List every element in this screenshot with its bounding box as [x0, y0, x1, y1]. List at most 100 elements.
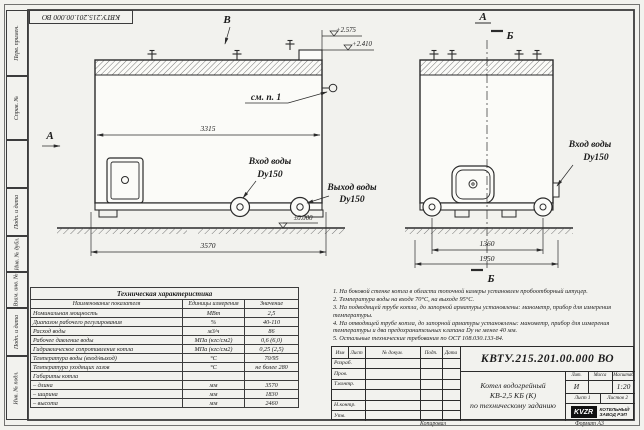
title-block: Изм Лист № докум. Подп. Дата Разраб. Про…	[331, 346, 635, 421]
drawing-texts: В А 3315 3570 +2.575 +2.410 ±0.000 см. п…	[45, 11, 611, 285]
col-izm: Изм	[335, 349, 345, 356]
flue-stub	[298, 49, 323, 61]
note-2: 2. Температура воды на входе 70°С, на вы…	[333, 296, 475, 304]
stamp-empty	[6, 140, 28, 188]
divider-line	[348, 347, 349, 358]
row-tkontr: Т.контр.	[334, 381, 355, 387]
divider-line	[600, 393, 601, 403]
note-1: 1. На боковой стенке котла в области топ…	[333, 288, 588, 295]
air-valve-icon	[446, 49, 458, 61]
scale-label: Масштаб	[613, 373, 634, 378]
divider-line	[442, 347, 443, 421]
divider-line	[365, 347, 366, 421]
stamp-podp-data-1: Подп. и дата	[6, 188, 28, 236]
tech-characteristics-table: Техническая характеристика Наименование …	[29, 287, 300, 408]
row-razrab: Разраб.	[334, 360, 352, 366]
divider-line	[332, 358, 460, 359]
view-marker-a-left: А	[45, 130, 53, 142]
col-data: Дата	[444, 349, 458, 356]
stamp-podp-data-2: Подп. и дата	[6, 308, 28, 356]
col-list: Лист	[350, 349, 363, 356]
col-header-value: Значение	[243, 299, 300, 309]
boiler-front-view	[57, 39, 345, 234]
inlet-dn-side: Dy150	[582, 153, 609, 163]
table-row: Габариты котла	[30, 371, 300, 381]
elevation-2410: +2.410	[352, 41, 372, 48]
sheet-frame	[4, 4, 640, 426]
stamp-sprav-no: Справ. №	[6, 76, 28, 140]
document-code: КВТУ.215.201.00.000 ВО	[480, 353, 615, 365]
see-note-callout: см. п. 1	[251, 93, 281, 103]
divider-line	[612, 371, 613, 393]
row-empty	[332, 389, 365, 400]
table-title: Техническая характеристика	[29, 287, 300, 300]
table-title-row: Техническая характеристика	[29, 287, 300, 300]
divider-line	[332, 410, 460, 411]
dim-1360: 1360	[480, 239, 495, 248]
divider-line	[332, 379, 460, 380]
air-valve-icon	[284, 39, 296, 51]
air-valve-icon	[513, 49, 525, 61]
air-valve-icon	[428, 49, 440, 61]
lit-value: И	[573, 382, 580, 391]
note-4: 4. На отводящей трубе котла, до запорной…	[333, 319, 610, 334]
outlet-dn-front: Dy150	[338, 195, 365, 205]
mass-label: Масса	[593, 373, 607, 378]
inlet-dn-front: Dy150	[256, 170, 283, 180]
divider-line	[565, 403, 635, 404]
col-podp: Подп.	[424, 349, 438, 356]
stamp-vzam-inv: Взам. инв. №	[6, 272, 28, 308]
note-5: 5. Остальные технические требования по О…	[333, 335, 504, 343]
document-name: Котел водогрейный КВ-2,5 КБ (К) по техни…	[470, 380, 556, 411]
row-utv: Утв.	[334, 412, 346, 419]
col-header-name: Наименование показателя	[30, 299, 183, 309]
divider-line	[332, 400, 460, 401]
inlet-flange	[229, 196, 251, 218]
format-note: Формат А3	[575, 421, 604, 427]
col-header-units: Единицы измерения	[182, 299, 245, 309]
divider-line	[565, 380, 635, 381]
divider-line	[332, 389, 460, 390]
boiler-side-view	[405, 49, 573, 234]
copied-note: Копировал	[420, 421, 447, 427]
stamp-inv-dubl: Инв. № дубл.	[6, 236, 28, 272]
elevation-2575: +2.575	[336, 27, 356, 34]
front-view-annotations	[42, 26, 374, 256]
lit-label: Лит.	[571, 373, 582, 378]
stamp-inv-podl: Инв. № подл.	[6, 356, 28, 420]
view-marker-v: В	[222, 14, 230, 26]
divider-line	[332, 368, 460, 369]
view-marker-a-top: А	[478, 11, 486, 23]
section-marker-b-top: Б	[506, 30, 514, 42]
divider-line	[420, 347, 421, 421]
sheet-number: Лист 1	[574, 395, 591, 401]
divider-line	[460, 371, 635, 373]
dim-3315: 3315	[200, 124, 216, 133]
divider-line	[460, 347, 462, 421]
side-inlet-flange	[552, 182, 560, 198]
dim-1950: 1950	[480, 254, 495, 263]
divider-line	[565, 371, 566, 421]
company-cell: KVZR КОТЕЛЬНЫЙ ЗАВОД РЭП	[565, 403, 635, 421]
outlet-flange	[289, 196, 311, 218]
side-view-annotations	[414, 22, 574, 272]
technical-notes: 1. На боковой стенке котла в области топ…	[333, 288, 634, 343]
table-header-row: Наименование показателя Единицы измерени…	[30, 299, 300, 309]
sheet-total: Листов 2	[607, 395, 628, 401]
kvzr-logo: KVZR	[570, 406, 597, 418]
stamp-perv-primen: Перв. примен.	[6, 10, 28, 76]
dim-3570: 3570	[200, 241, 216, 250]
inlet-label-front: Вход воды	[248, 156, 292, 167]
elevation-zero: ±0.000	[293, 215, 313, 222]
scale-value: 1:20	[616, 382, 631, 391]
